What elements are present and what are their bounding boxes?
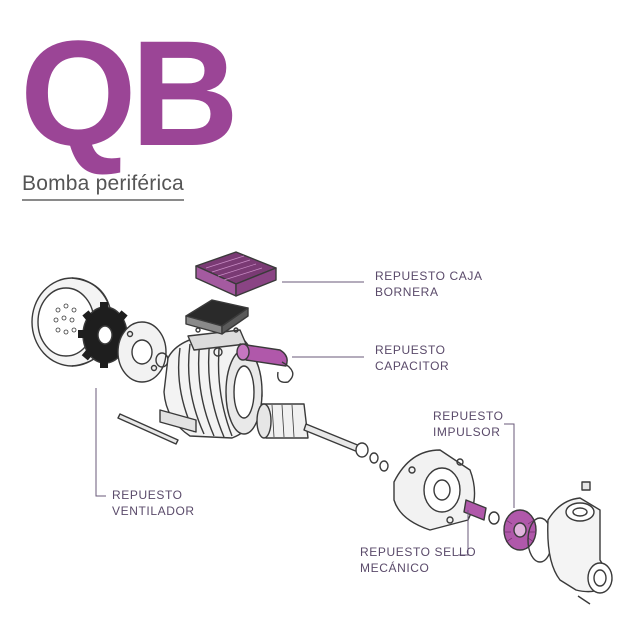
callout-ventilador-line1: REPUESTO [112,488,183,502]
brand-subtitle: Bomba periférica [22,172,184,201]
mechanical-seal [463,499,500,525]
callout-sello-line2: MECÁNICO [360,561,430,575]
brand-logo: QB [20,9,239,177]
pump-bracket [393,449,476,531]
impeller [503,509,537,551]
callout-sello-line1: REPUESTO SELLO [360,545,477,559]
callout-ventilador: REPUESTO VENTILADOR [112,487,195,519]
capacitor [236,343,294,383]
tie-rod [117,413,179,445]
callout-impulsor: REPUESTO IMPULSOR [433,408,504,440]
callout-impulsor-line1: REPUESTO [433,409,504,423]
callout-caja-bornera-line2: BORNERA [375,285,439,299]
callout-capacitor-line2: CAPACITOR [375,359,450,373]
callout-capacitor-line1: REPUESTO [375,343,446,357]
callout-impulsor-line2: IMPULSOR [433,425,501,439]
callout-sello: REPUESTO SELLO MECÁNICO [360,544,476,576]
leader-sello [458,510,469,556]
junction-box-base [185,299,249,335]
callout-ventilador-line2: VENTILADOR [112,504,195,518]
callout-capacitor: REPUESTO CAPACITOR [375,342,449,374]
junction-box-cover [195,251,277,297]
pump-body [547,481,613,605]
leader-lines [95,281,515,556]
motor-housing [159,329,263,439]
rear-shield [117,321,167,383]
rotor [256,403,389,472]
leader-impulsor [504,423,515,508]
leader-ventilador [95,388,106,497]
callout-caja-bornera: REPUESTO CAJA BORNERA [375,268,483,300]
callout-caja-bornera-line1: REPUESTO CAJA [375,269,483,283]
